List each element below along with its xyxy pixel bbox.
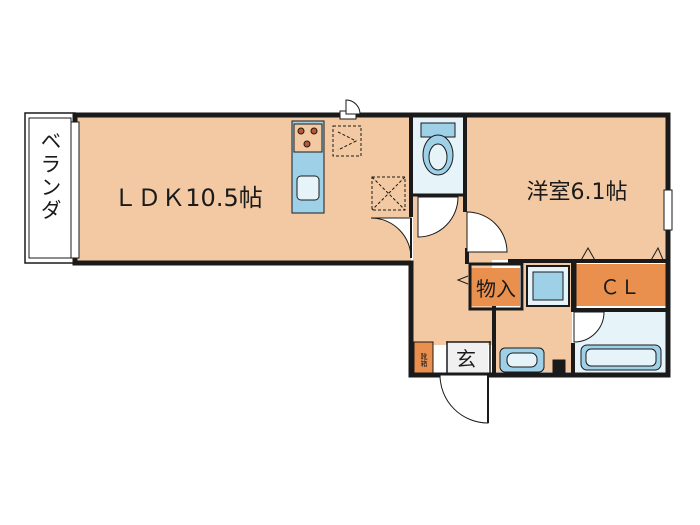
toilet-door-swing (417, 196, 459, 238)
washbasin-tap (552, 359, 566, 373)
washbasin-bowl (506, 352, 538, 368)
ldk-window (70, 121, 80, 259)
floor-storage-x (371, 176, 406, 211)
stove (293, 123, 323, 153)
floor-fills (24, 112, 667, 374)
top-door-swing (345, 99, 361, 115)
veranda-label: ベランダ (38, 130, 62, 222)
doors (345, 99, 665, 424)
closet-floor (575, 264, 666, 306)
storage-label: 物入 (476, 277, 516, 301)
washroom-door-swing (573, 311, 605, 343)
entrance-door-swing (439, 374, 489, 424)
burner-2 (310, 127, 318, 135)
western-room-label: 洋室6.1帖 (527, 180, 628, 205)
storage-floor (470, 268, 520, 306)
fridge-space (332, 125, 362, 157)
floor-storage (371, 176, 406, 211)
windows (70, 110, 673, 259)
room-labels: ＬＤＫ10.5帖 洋室6.1帖 物入 ＣＬ 玄 靴箱 ベランダ (38, 130, 640, 371)
storage-door-mark (456, 275, 469, 285)
closet-door-marks (579, 246, 665, 263)
burner-3 (303, 140, 311, 148)
veranda-area (24, 112, 76, 264)
bathtub-inner (585, 348, 657, 367)
entrance-floor (447, 342, 488, 373)
fridge-mark (337, 131, 358, 151)
fixtures (291, 120, 662, 373)
shoe-box-label: 靴箱 (420, 352, 428, 368)
closet-label: ＣＬ (600, 275, 640, 299)
kitchen-sink (296, 175, 320, 201)
western-door-swing (466, 211, 508, 253)
washing-machine-inner (532, 271, 564, 301)
burner-1 (297, 127, 305, 135)
entrance-label: 玄 (456, 347, 476, 371)
ldk-label: ＬＤＫ10.5帖 (113, 184, 262, 212)
toilet-seat (428, 143, 448, 171)
western-window (663, 189, 673, 231)
outer-wall (72, 112, 671, 378)
